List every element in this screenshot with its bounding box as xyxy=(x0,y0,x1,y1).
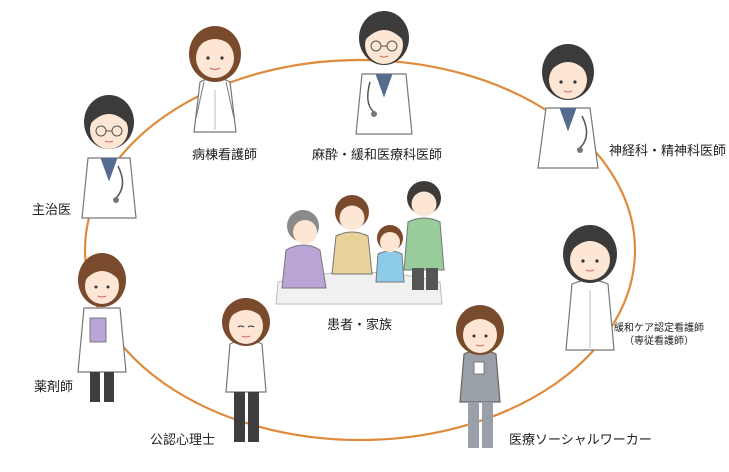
certified-nurse-label: 緩和ケア認定看護師 （専従看護師） xyxy=(614,322,704,348)
psychologist-label: 公認心理士 xyxy=(150,433,216,448)
patient-family-illustration xyxy=(275,181,445,305)
pharmacist-label: 薬剤師 xyxy=(34,380,74,395)
ward-nurse-figure xyxy=(189,26,241,133)
attending-doctor-label: 主治医 xyxy=(32,203,72,218)
ward-nurse-label: 病棟看護師 xyxy=(192,148,258,163)
palliative-doctor-label: 麻酔・緩和医療科医師 xyxy=(312,148,443,163)
certified-nurse-label-line1: 緩和ケア認定看護師 xyxy=(614,323,704,334)
attending-doctor-figure xyxy=(81,95,137,219)
patient-family-label: 患者・家族 xyxy=(327,318,393,333)
neuro-psych-doctor-figure xyxy=(537,44,599,169)
neuro-psych-doctor-label: 神経科・精神科医師 xyxy=(609,144,727,159)
certified-nurse-label-line2: （専従看護師） xyxy=(624,336,694,347)
social-worker-label: 医療ソーシャルワーカー xyxy=(509,433,652,448)
psychologist-figure xyxy=(222,298,270,442)
team-ring xyxy=(83,58,637,442)
pharmacist-figure xyxy=(77,253,127,402)
social-worker-figure xyxy=(456,305,504,448)
palliative-doctor-figure xyxy=(355,11,413,135)
certified-nurse-figure xyxy=(563,225,617,351)
